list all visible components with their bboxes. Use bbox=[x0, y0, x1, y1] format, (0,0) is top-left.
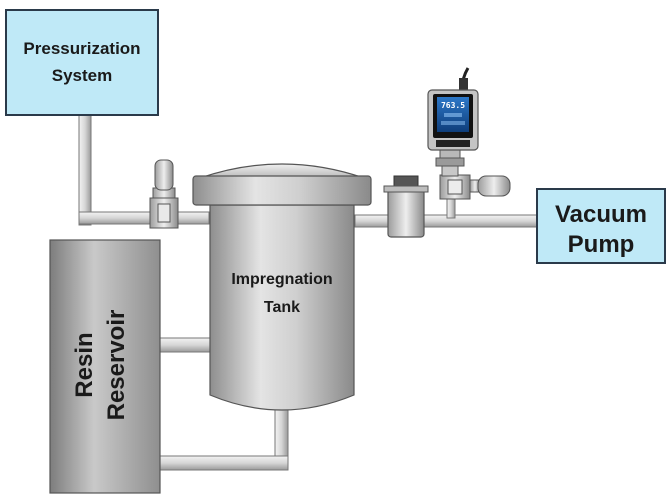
reservoir-pipe-lower bbox=[159, 455, 289, 471]
impregnation-tank: Impregnation Tank bbox=[192, 163, 372, 411]
resin-reservoir: Resin Reservoir bbox=[49, 239, 161, 494]
pressurization-label-line1: Pressurization bbox=[23, 39, 140, 58]
pressurization-pipe-horizontal bbox=[78, 211, 210, 225]
reservoir-pipe-upper bbox=[159, 337, 211, 353]
reservoir-label-line1: Resin bbox=[71, 332, 98, 397]
tank-lid-flange bbox=[192, 175, 372, 206]
gauge-reading: 763.5 bbox=[441, 101, 465, 110]
vacuum-line-trap bbox=[383, 175, 429, 238]
vacuum-pump-label-line1: Vacuum bbox=[555, 201, 647, 228]
tank-label-line2: Tank bbox=[264, 299, 300, 316]
pressurization-pipe-vertical bbox=[78, 114, 92, 226]
pressurization-system-box: Pressurization System bbox=[5, 9, 159, 116]
tank-label-line1: Impregnation bbox=[231, 271, 332, 288]
vacuum-valve bbox=[439, 174, 511, 200]
pressurization-valve bbox=[149, 159, 179, 229]
vacuum-pump-label-line2: Pump bbox=[568, 231, 635, 258]
vacuum-gauge: 763.5 bbox=[427, 67, 479, 177]
pressurization-label-line2: System bbox=[52, 66, 112, 85]
reservoir-label-line2: Reservoir bbox=[103, 310, 130, 421]
vacuum-pump-box: Vacuum Pump bbox=[536, 188, 666, 264]
